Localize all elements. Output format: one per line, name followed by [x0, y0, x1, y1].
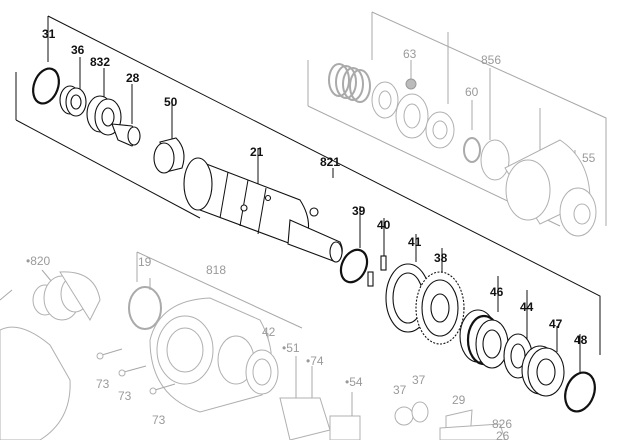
label-44: 44 [520, 300, 534, 314]
part-28-shaft [111, 123, 141, 147]
label-60: 60 [465, 85, 479, 99]
label-28: 28 [126, 71, 140, 85]
part-47-bearing [521, 345, 565, 397]
label-826: 826 [492, 417, 512, 431]
part-39-circlip [339, 248, 369, 284]
label-73b: 73 [118, 389, 132, 403]
label-31: 31 [42, 27, 56, 41]
part-31-circlip [32, 67, 60, 105]
part-36-ring [59, 85, 87, 117]
faded-assembly-top-right [307, 11, 607, 237]
label-39: 39 [352, 204, 366, 218]
label-50: 50 [164, 95, 178, 109]
main-labels: 31 36 832 28 50 21 821 39 40 41 38 46 44… [42, 27, 588, 347]
label-832: 832 [90, 55, 110, 69]
label-51: •51 [282, 341, 300, 355]
part-38-gear [415, 271, 465, 345]
faded-labels: 63 856 60 55 •820 19 818 42 •51 •74 •54 … [26, 47, 596, 440]
label-26: 26 [496, 429, 510, 440]
faded-assembly-bottom-left [0, 251, 506, 440]
label-818: 818 [206, 263, 226, 277]
label-37a: 37 [393, 383, 407, 397]
label-46: 46 [490, 285, 504, 299]
label-73a: 73 [96, 377, 110, 391]
label-48: 48 [574, 333, 588, 347]
label-36: 36 [71, 43, 85, 57]
label-21: 21 [250, 145, 264, 159]
part-46-rings [459, 309, 509, 369]
label-55: 55 [582, 151, 596, 165]
label-47: 47 [549, 317, 563, 331]
label-42: 42 [262, 325, 276, 339]
part-48-circlip [564, 371, 596, 413]
label-821: 821 [320, 155, 340, 169]
label-73c: 73 [152, 413, 166, 427]
part-50-sleeve [153, 137, 185, 174]
label-29: 29 [452, 393, 466, 407]
label-37b: 37 [412, 373, 426, 387]
part-40-pin [367, 255, 387, 287]
label-38: 38 [434, 251, 448, 265]
label-19: 19 [138, 255, 152, 269]
part-21-cylinder [183, 157, 343, 263]
label-54: •54 [345, 375, 363, 389]
main-assembly-leaders [15, 15, 601, 374]
label-41: 41 [408, 235, 422, 249]
label-63: 63 [403, 47, 417, 61]
label-856: 856 [481, 53, 501, 67]
label-820: •820 [26, 254, 51, 268]
label-74: •74 [306, 354, 324, 368]
label-40: 40 [377, 218, 391, 232]
